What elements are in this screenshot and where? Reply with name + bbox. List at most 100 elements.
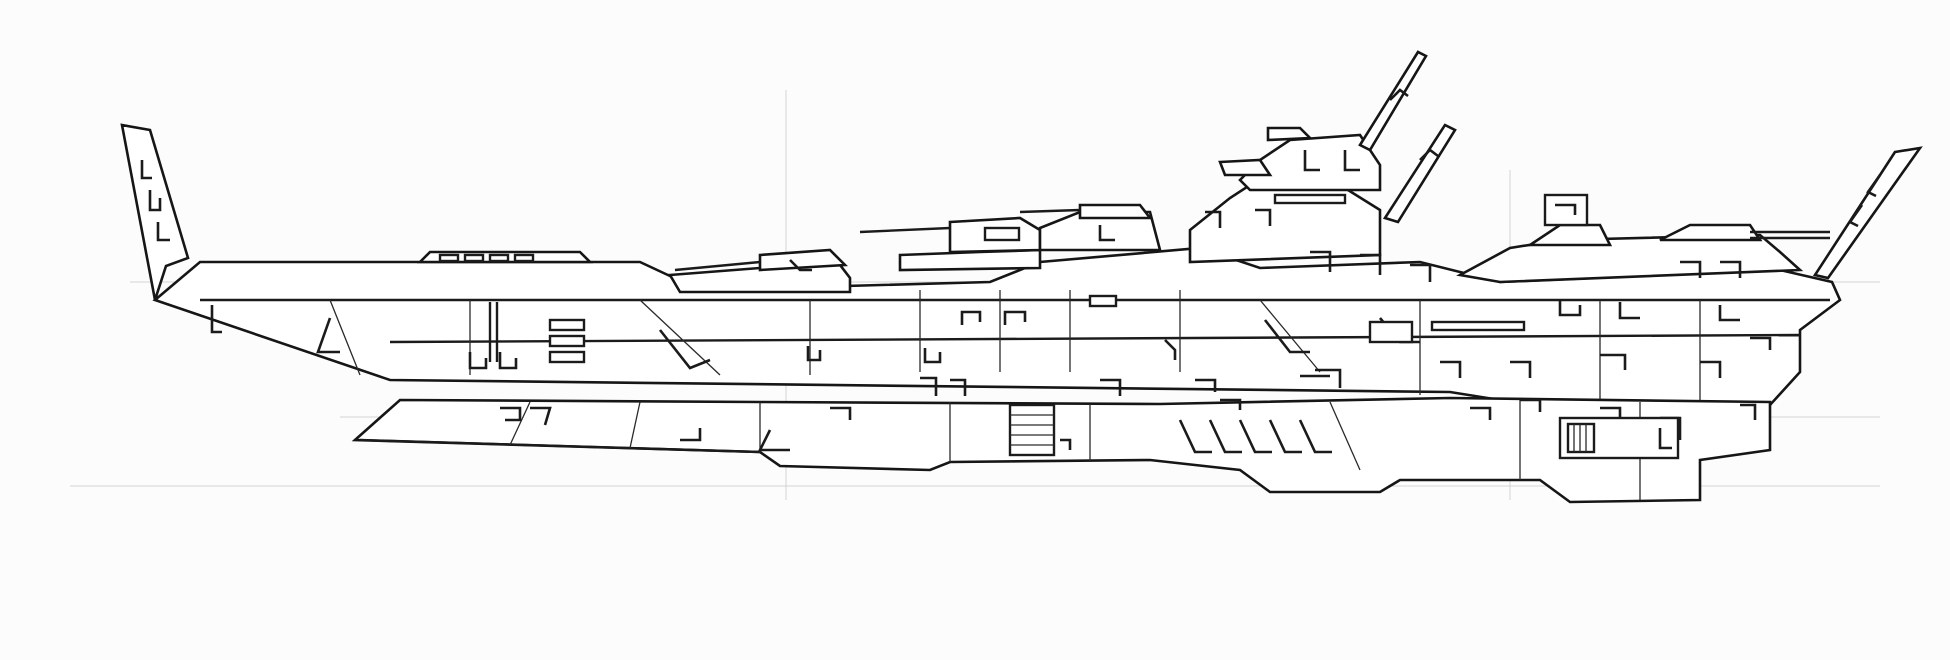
front-fin — [1812, 146, 1923, 280]
hull-glyph — [1600, 406, 1622, 420]
deck-glyph — [1310, 250, 1332, 272]
antenna-mast — [1358, 50, 1428, 152]
hull-glyph — [1470, 406, 1492, 420]
hull-glyph — [1440, 360, 1462, 378]
fin-glyph — [1848, 204, 1864, 228]
keel-line — [359, 438, 761, 454]
hull-glyph — [1658, 428, 1672, 450]
bridge-top — [1266, 126, 1313, 142]
antenna-glyph — [1419, 148, 1439, 161]
stair-detail — [1008, 403, 1056, 457]
hull-glyph — [680, 428, 702, 442]
lower-hull-body — [351, 396, 1772, 504]
bridge-glyph — [1205, 210, 1222, 228]
hull-glyph — [1164, 339, 1177, 360]
intake-slat — [1268, 419, 1302, 454]
rear-fin-body — [120, 123, 190, 301]
hull-glyph — [1060, 438, 1072, 450]
antenna-glyph — [1389, 88, 1409, 101]
bridge-glyph — [1343, 150, 1360, 172]
hull-glyph — [1700, 360, 1722, 378]
hull-glyph — [806, 346, 822, 362]
turret-d-base — [1659, 223, 1763, 242]
hull-glyph — [210, 305, 222, 334]
hull-glyph — [1558, 300, 1582, 317]
thruster-block — [1558, 416, 1680, 460]
panel-line — [329, 299, 361, 376]
hull-glyph — [1263, 319, 1310, 354]
hull-glyph — [468, 352, 488, 370]
hull-glyph — [1003, 310, 1027, 325]
hull-glyph — [923, 348, 942, 364]
panel-line — [1329, 401, 1361, 471]
rear-fin — [120, 123, 190, 301]
hull-glyph — [1740, 403, 1757, 420]
panel-line — [1259, 299, 1321, 373]
intake-slat — [1178, 419, 1212, 454]
vent-slot — [548, 350, 586, 364]
turret-b-barrel — [859, 226, 951, 234]
stair-frame — [1008, 403, 1056, 457]
deck-hatch — [513, 253, 535, 263]
bridge-window-strip — [1273, 193, 1347, 205]
panel-slot — [1368, 320, 1414, 344]
fin-glyph — [1866, 174, 1882, 198]
turret-glyph — [1098, 225, 1115, 242]
fin-glyph — [156, 222, 170, 242]
hull-glyph — [1510, 360, 1532, 378]
deck-glyph — [1360, 253, 1382, 275]
hull-glyph — [1100, 378, 1122, 396]
deck-glyph — [1720, 260, 1742, 278]
deck-hatch — [463, 253, 485, 263]
rear-vents — [488, 302, 586, 364]
turret-c-barrel — [1019, 208, 1081, 214]
deck-glyph — [1680, 260, 1702, 278]
fin-glyph — [148, 190, 162, 212]
intake-slat — [1208, 419, 1242, 454]
panel-slot — [1088, 294, 1118, 308]
turret-b-base — [898, 248, 1042, 272]
vent-slot — [548, 318, 586, 332]
hull-glyph — [1220, 398, 1242, 410]
turret-c-housing — [1078, 203, 1153, 220]
deck-hatch — [438, 253, 460, 263]
hull-glyph — [960, 310, 982, 325]
antenna-mast-2 — [1382, 123, 1457, 224]
hull-glyph — [1520, 398, 1542, 412]
deck-glyph — [1410, 263, 1432, 282]
turret-a-housing — [758, 248, 848, 272]
front-fin-body — [1812, 146, 1923, 280]
hull-glyph — [1618, 302, 1640, 320]
hull-glyph — [1195, 378, 1217, 392]
hull-glyph — [316, 317, 340, 354]
intake-slats — [1178, 419, 1332, 454]
panel-line — [509, 401, 531, 446]
intake-slat — [1238, 419, 1272, 454]
panel-line — [629, 401, 641, 449]
bridge-glyph — [1303, 150, 1320, 172]
hull-glyph — [830, 406, 852, 420]
turret-glyph — [789, 259, 812, 272]
hull-seam — [389, 333, 1801, 344]
thruster-nozzle — [1566, 422, 1596, 454]
hull-glyph — [1750, 336, 1772, 350]
hull-glyph — [1315, 368, 1342, 388]
bridge-lower — [1188, 183, 1382, 264]
turret-window — [983, 226, 1021, 242]
hull-glyph — [950, 378, 967, 396]
hull-glyph — [757, 429, 790, 452]
hull-glyph — [530, 406, 552, 426]
hull-glyph — [1600, 353, 1627, 370]
superstructure — [416, 50, 1830, 294]
bridge-wing — [1218, 158, 1273, 177]
hull-glyph — [500, 406, 522, 422]
hull-glyph — [1718, 305, 1740, 322]
hull-glyph — [498, 352, 518, 370]
turret-a-barrel — [674, 260, 761, 272]
hull-ornaments — [210, 294, 1772, 452]
hull-glyph — [658, 329, 711, 370]
forward-radar — [1543, 193, 1589, 227]
vent-slot — [548, 334, 586, 348]
